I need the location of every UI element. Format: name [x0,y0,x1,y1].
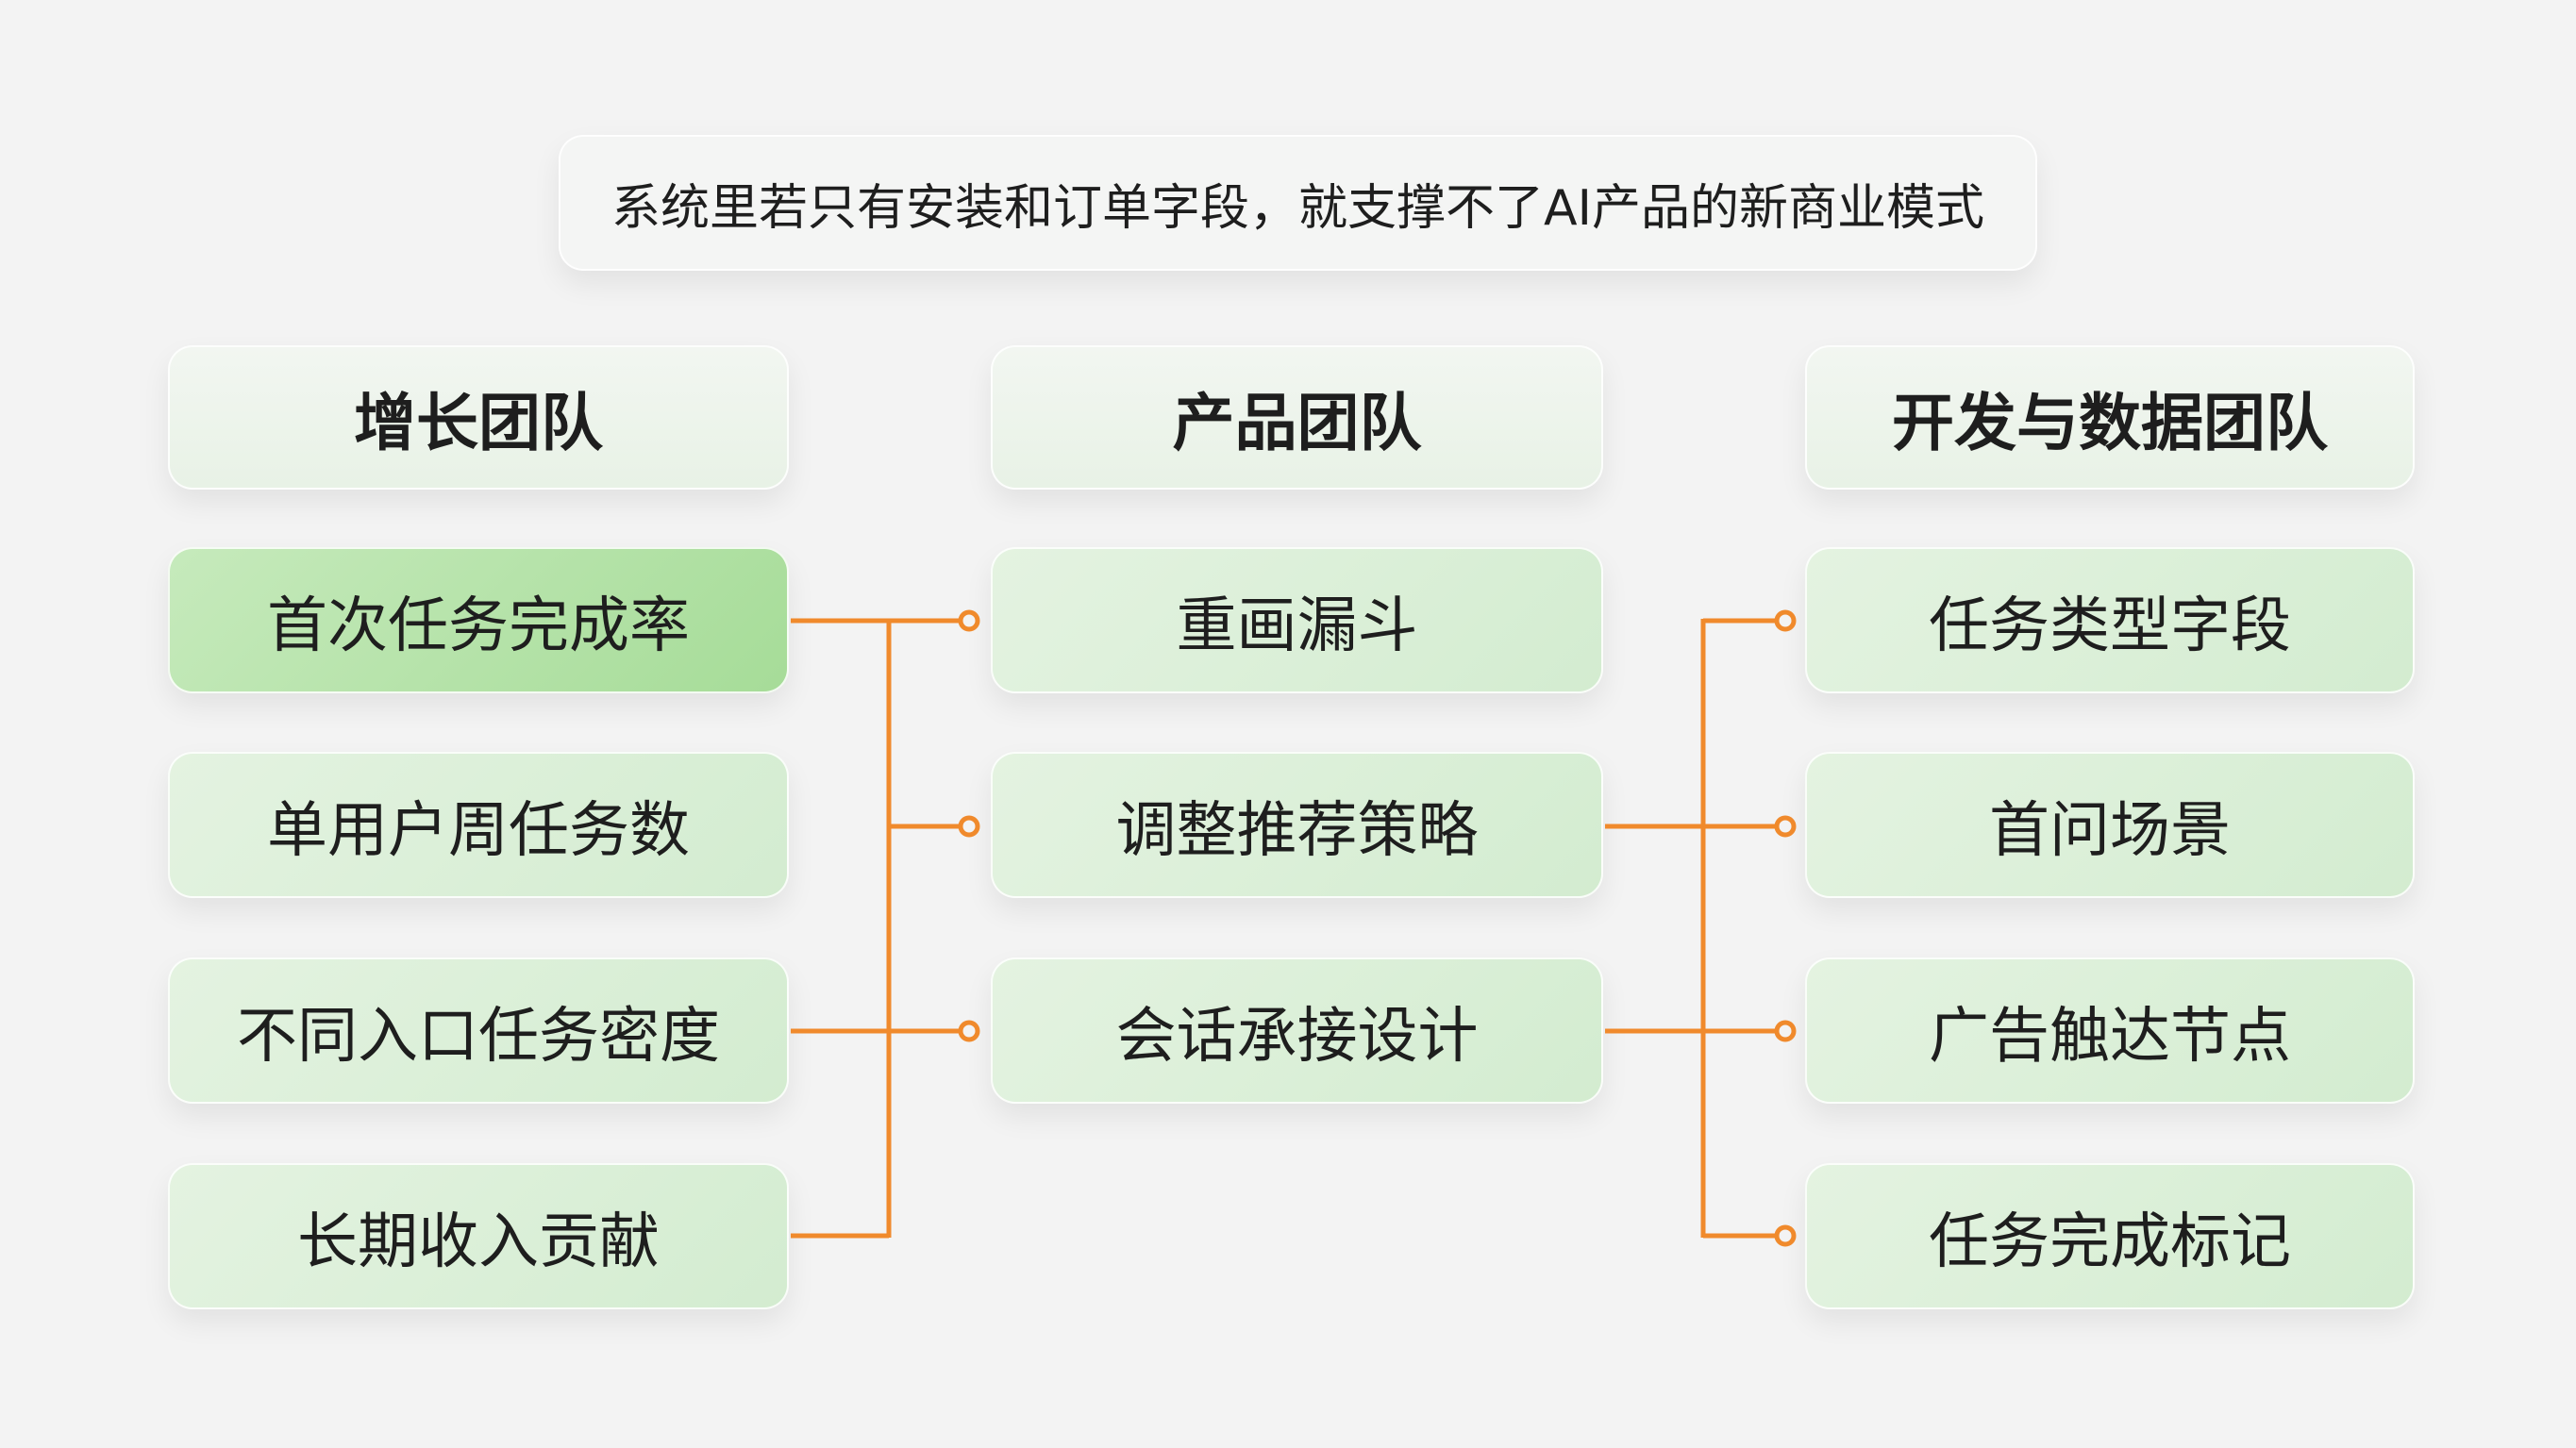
header-dev-data-team: 开发与数据团队 [1805,345,2415,490]
left-connector-group [791,609,980,1239]
connector-end-dot [958,1020,980,1042]
node-task-complete-flag: 任务完成标记 [1805,1163,2415,1309]
header-growth-team: 增长团队 [168,345,789,490]
connector-end-dot [1774,815,1797,838]
node-adjust-recommendation: 调整推荐策略 [991,752,1603,898]
title-banner: 系统里若只有安装和订单字段，就支撑不了AI产品的新商业模式 [559,135,2037,271]
connector-end-dot [1774,1020,1797,1042]
node-session-design: 会话承接设计 [991,957,1603,1104]
connector-end-dot [958,609,980,632]
header-product-team: 产品团队 [991,345,1603,490]
node-weekly-tasks-per-user: 单用户周任务数 [168,752,789,898]
node-first-task-completion: 首次任务完成率 [168,547,789,693]
node-long-term-revenue: 长期收入贡献 [168,1163,789,1309]
node-entry-task-density: 不同入口任务密度 [168,957,789,1104]
node-redraw-funnel: 重画漏斗 [991,547,1603,693]
node-first-question-scene: 首问场景 [1805,752,2415,898]
right-connector-group [1605,609,1797,1247]
connector-end-dot [1774,1224,1797,1247]
connector-end-dot [1774,609,1797,632]
node-task-type-field: 任务类型字段 [1805,547,2415,693]
node-ad-touchpoint: 广告触达节点 [1805,957,2415,1104]
connector-end-dot [958,815,980,838]
